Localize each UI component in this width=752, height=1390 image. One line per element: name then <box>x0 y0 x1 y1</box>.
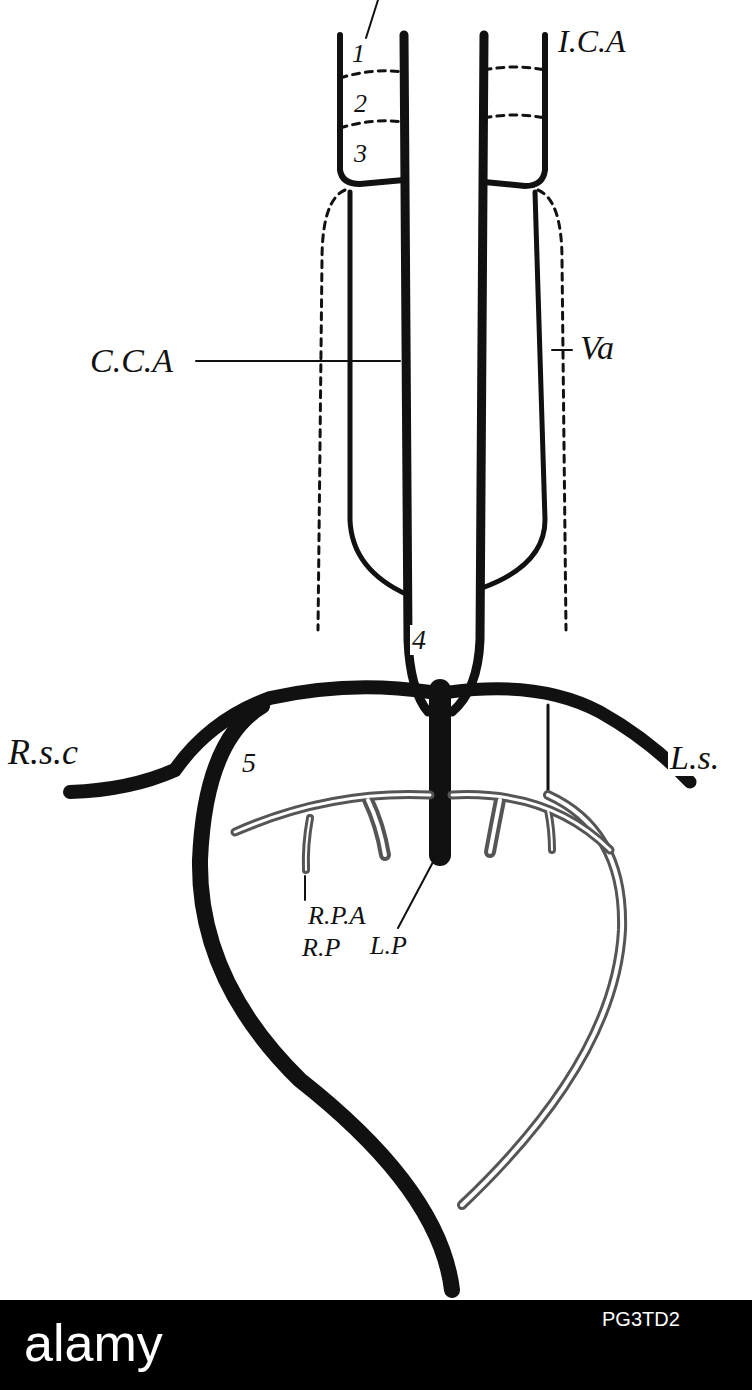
aortic-arch-illustration <box>0 0 752 1300</box>
callout-number: 4 <box>410 625 428 655</box>
vessel-label: L.P <box>368 932 409 960</box>
vessel-label: R.P <box>300 934 342 962</box>
vessel-label: C.C.A <box>88 343 175 379</box>
vessel-label: L.s. <box>668 740 721 776</box>
watermark-logo: alamy <box>22 1316 165 1370</box>
watermark-id: PG3TD2 <box>600 1308 682 1330</box>
callout-number: 3 <box>352 140 369 168</box>
vessel-label: R.P.A <box>306 902 367 930</box>
callout-number: 1 <box>350 40 367 68</box>
vessel-label: Va <box>578 330 616 366</box>
vessel-label: I.C.A <box>556 24 628 58</box>
vessel-label: R.s.c <box>6 733 80 771</box>
callout-number: 5 <box>240 748 258 778</box>
callout-number: 2 <box>352 90 369 118</box>
